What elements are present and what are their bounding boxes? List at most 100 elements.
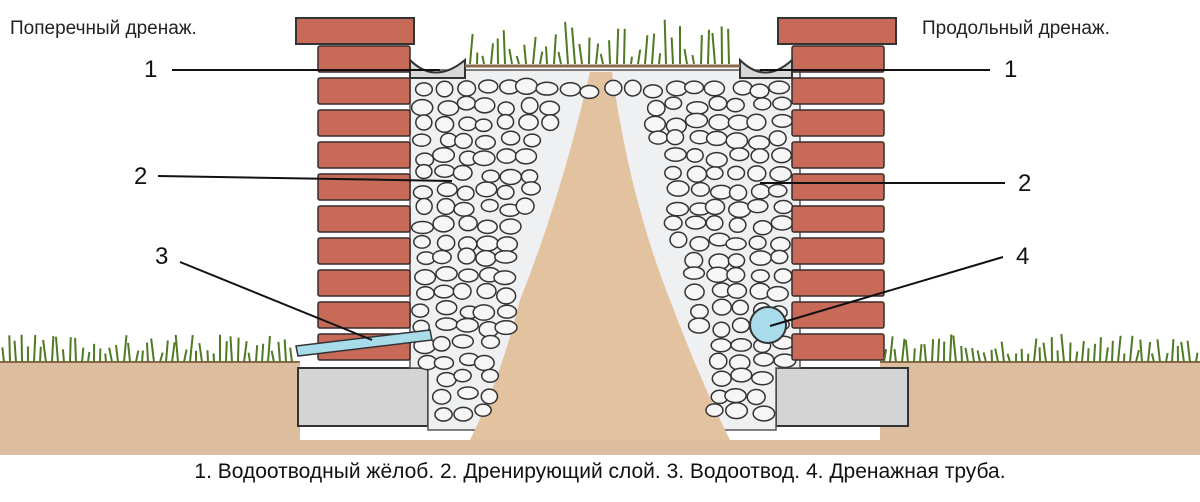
stone xyxy=(665,80,688,97)
grass-blade xyxy=(247,352,251,363)
grass-blade xyxy=(135,350,140,363)
grass-blade xyxy=(1156,339,1161,363)
stone xyxy=(752,405,776,422)
stone xyxy=(452,164,473,181)
stone xyxy=(724,388,747,404)
stone xyxy=(687,317,711,334)
stone xyxy=(436,181,458,198)
stone xyxy=(770,249,789,265)
callout-1-left: 1 xyxy=(144,56,158,83)
grass-blade xyxy=(553,34,557,65)
callout-2-right: 2 xyxy=(1018,170,1032,197)
stone xyxy=(499,168,523,186)
stone xyxy=(434,164,456,178)
grass-blade xyxy=(960,345,963,363)
stone xyxy=(727,253,746,268)
stone xyxy=(520,169,539,184)
stone xyxy=(433,284,455,299)
brick-pillar-left xyxy=(317,45,411,361)
grass-blade xyxy=(81,347,85,363)
grass xyxy=(1,19,1199,363)
stone xyxy=(475,181,498,198)
grass-blade xyxy=(74,337,77,363)
stone xyxy=(703,80,726,97)
stone xyxy=(435,266,458,282)
grass-blade xyxy=(104,353,107,363)
brick xyxy=(317,77,411,105)
callout-1-right: 1 xyxy=(1004,56,1018,83)
grass-blade xyxy=(1129,335,1134,363)
stone xyxy=(475,249,497,267)
stone xyxy=(474,118,493,133)
stone xyxy=(646,99,666,117)
grass-blade xyxy=(523,44,527,65)
stone xyxy=(559,81,582,97)
stone xyxy=(474,403,492,417)
grass-blade xyxy=(183,349,188,363)
stone xyxy=(684,251,704,270)
stone xyxy=(706,266,730,284)
stone xyxy=(413,234,431,249)
grass-blade xyxy=(508,48,513,65)
gutter-left xyxy=(409,57,466,79)
brick xyxy=(317,173,411,201)
stone xyxy=(746,388,766,406)
stone xyxy=(705,130,728,147)
grass-blade xyxy=(206,350,209,363)
brick xyxy=(791,77,885,105)
stone xyxy=(481,169,500,184)
stone xyxy=(730,337,753,352)
stone xyxy=(732,80,753,96)
stone xyxy=(435,299,458,316)
grass-blade xyxy=(159,352,164,363)
stone xyxy=(452,282,472,300)
stone xyxy=(415,197,433,216)
stone xyxy=(773,199,794,215)
grass-blade xyxy=(515,55,520,65)
grass-blade xyxy=(51,335,55,363)
grass-blade xyxy=(1117,335,1122,363)
stone xyxy=(686,165,708,183)
stone xyxy=(494,319,518,336)
grass-blade xyxy=(141,350,144,363)
stone xyxy=(705,215,724,231)
stone xyxy=(458,215,478,232)
brick xyxy=(791,333,885,361)
stone xyxy=(750,183,771,200)
stone xyxy=(432,215,455,233)
grass-blade xyxy=(949,334,953,363)
grass-blade xyxy=(33,334,37,363)
grass-blade xyxy=(277,341,281,363)
stone xyxy=(666,180,690,197)
grass-blade xyxy=(913,348,916,363)
stone xyxy=(724,402,749,420)
grass-blade xyxy=(1093,343,1097,363)
grass-blade xyxy=(1180,341,1185,363)
stone xyxy=(768,80,791,95)
stone xyxy=(480,388,499,405)
grass-blade xyxy=(637,49,642,65)
stone xyxy=(478,79,499,94)
stone xyxy=(773,268,793,284)
stone xyxy=(748,235,767,251)
stone xyxy=(643,115,667,133)
grass-blade xyxy=(923,344,927,363)
stone xyxy=(768,130,787,147)
grass-blade xyxy=(976,350,981,363)
stone xyxy=(434,407,453,422)
brick xyxy=(317,109,411,137)
stone xyxy=(493,270,517,286)
grass-blade xyxy=(1000,341,1005,363)
stone xyxy=(457,268,479,283)
stone xyxy=(766,285,789,302)
grass-blade xyxy=(700,34,703,65)
stone xyxy=(521,181,541,196)
stone xyxy=(500,130,521,146)
grass-blade xyxy=(270,350,275,363)
stone xyxy=(480,368,500,383)
stone xyxy=(731,317,751,334)
stone xyxy=(747,135,771,151)
stone xyxy=(412,185,434,200)
grass-blade xyxy=(1139,339,1143,363)
stone xyxy=(750,371,774,386)
